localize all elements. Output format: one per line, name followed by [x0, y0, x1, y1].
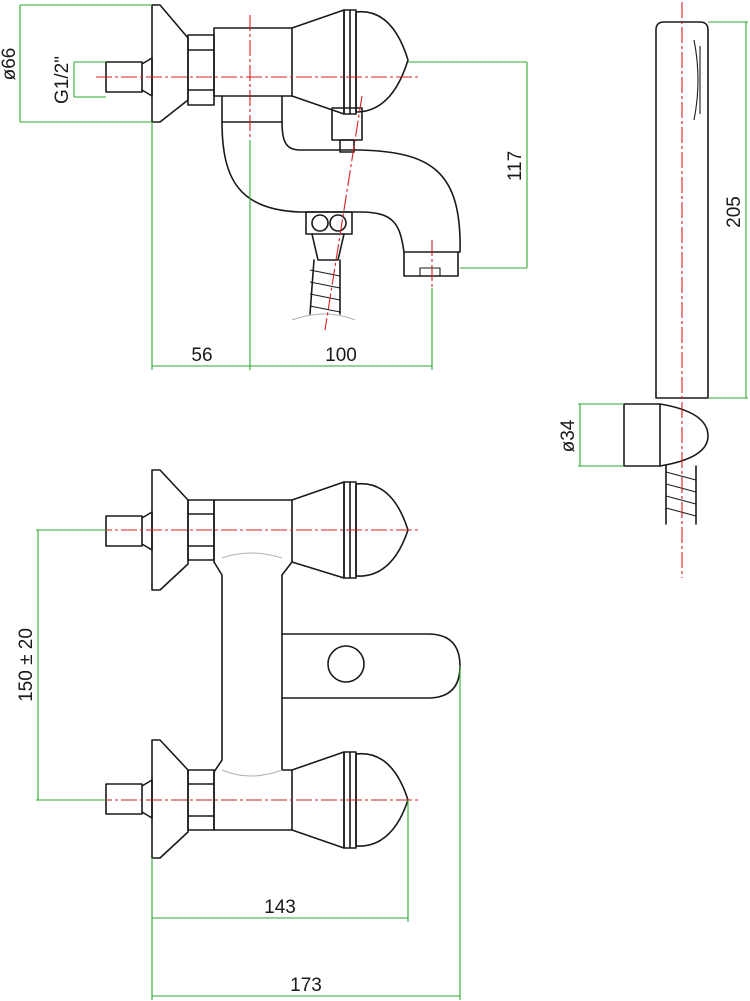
lower-connector — [105, 779, 153, 819]
front-spout — [281, 633, 461, 699]
dim-56-100: 56 100 — [151, 122, 433, 370]
label-117: 117 — [505, 151, 526, 181]
shower-handle — [655, 21, 709, 399]
knurled-knob — [355, 10, 409, 113]
upper-flange — [151, 469, 189, 591]
shower-bracket — [623, 403, 709, 467]
lower-flange — [151, 739, 189, 859]
shower-hose-coil — [665, 465, 697, 525]
hose-connector — [305, 211, 353, 235]
label-100: 100 — [325, 345, 357, 366]
dim-d34: ø34 — [558, 403, 624, 467]
hex-nut — [187, 34, 215, 106]
label-143: 143 — [264, 897, 296, 918]
handle-cone — [291, 9, 345, 115]
dim-150: 150 ± 20 — [16, 529, 106, 801]
label-g12: G1/2" — [52, 56, 73, 104]
dim-117: 117 — [408, 61, 528, 269]
shower-hose — [309, 259, 341, 315]
wall-flange — [151, 4, 189, 123]
dim-d66: ø66 — [0, 4, 152, 123]
label-205: 205 — [724, 196, 745, 228]
label-d34: ø34 — [558, 419, 579, 452]
mixer-body — [213, 27, 293, 97]
label-150: 150 ± 20 — [16, 628, 37, 702]
label-56: 56 — [191, 345, 212, 366]
front-view: 150 ± 20 143 173 — [16, 469, 461, 1000]
dim-143: 143 — [151, 800, 409, 922]
label-173: 173 — [290, 975, 322, 996]
side-view: ø66 G1/2" 117 56 100 — [0, 4, 528, 370]
hand-shower-view: 205 ø34 — [558, 2, 748, 578]
dim-205: 205 — [708, 21, 748, 399]
spout — [221, 121, 461, 253]
front-body — [213, 499, 293, 831]
dim-173: 173 — [151, 666, 461, 1000]
label-d66: ø66 — [0, 48, 20, 81]
diverter-knob — [331, 107, 363, 141]
diverter-button — [327, 645, 365, 683]
dim-g12: G1/2" — [52, 56, 106, 104]
lower-body — [221, 95, 283, 123]
upper-connector — [105, 511, 153, 551]
